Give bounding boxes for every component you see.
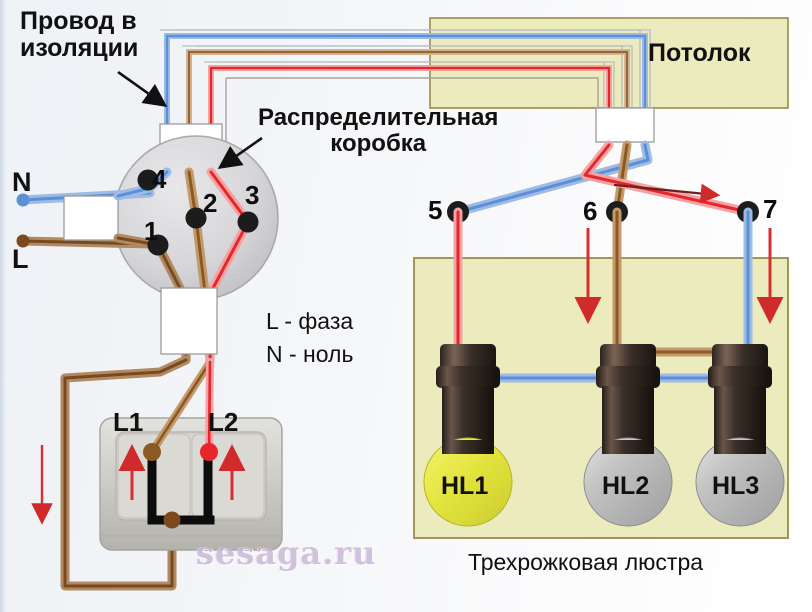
label-ceiling: Потолок [648, 39, 751, 67]
label-supply-neutral: N [12, 167, 32, 197]
site-watermark: sesaga.ru [196, 534, 377, 572]
junction-box-terminal-dots [137, 169, 259, 256]
terminal-label-1: 1 [144, 216, 159, 246]
switch-cable-collar [160, 287, 218, 355]
lamp-label-hl2: HL2 [602, 472, 650, 500]
label-supply-phase: L [12, 244, 29, 274]
lamp-HL1 [423, 344, 513, 527]
switch-internal-contacts [147, 447, 215, 525]
current-arrows-chandelier [574, 228, 784, 324]
terminal-label-4: 4 [152, 164, 167, 194]
terminal-dot-2 [185, 207, 207, 229]
terminal-label-2: 2 [203, 188, 218, 218]
terminal-label-5: 5 [428, 195, 443, 225]
label-switch-key-2: L2 [208, 407, 239, 437]
switch-phase-loop [60, 355, 191, 591]
current-arrows-switch [31, 444, 246, 525]
terminal-label-3: 3 [245, 180, 260, 210]
callout-arrows [117, 70, 263, 169]
callout-arrow-junction-box [217, 136, 263, 169]
callout-arrow-wire [117, 70, 168, 108]
label-legend: L - фаза N - ноль [266, 308, 354, 368]
lamp-label-hl1: HL1 [441, 472, 489, 500]
label-chandelier: Трехрожковая люстра [468, 549, 704, 575]
wall-switch[interactable] [99, 417, 283, 551]
switch-lead-wires [143, 358, 218, 529]
label-switch-key-1: L1 [113, 407, 144, 437]
terminal-dot-1 [147, 234, 169, 256]
terminal-dot-3 [237, 211, 259, 233]
lamp-HL3 [695, 344, 785, 527]
lamp-HL2 [583, 344, 673, 527]
terminal-label-7: 7 [763, 194, 778, 224]
label-junction-box: Распределительная коробка [258, 104, 499, 157]
terminal-dot-4 [137, 169, 159, 191]
ceiling-branch-wires [453, 140, 753, 217]
label-wire-insulation: Провод в изоляции [20, 7, 139, 62]
cable-entry-collar-ceiling [595, 107, 655, 143]
lamp-label-hl3: HL3 [712, 472, 760, 500]
terminal-label-6: 6 [583, 196, 598, 226]
